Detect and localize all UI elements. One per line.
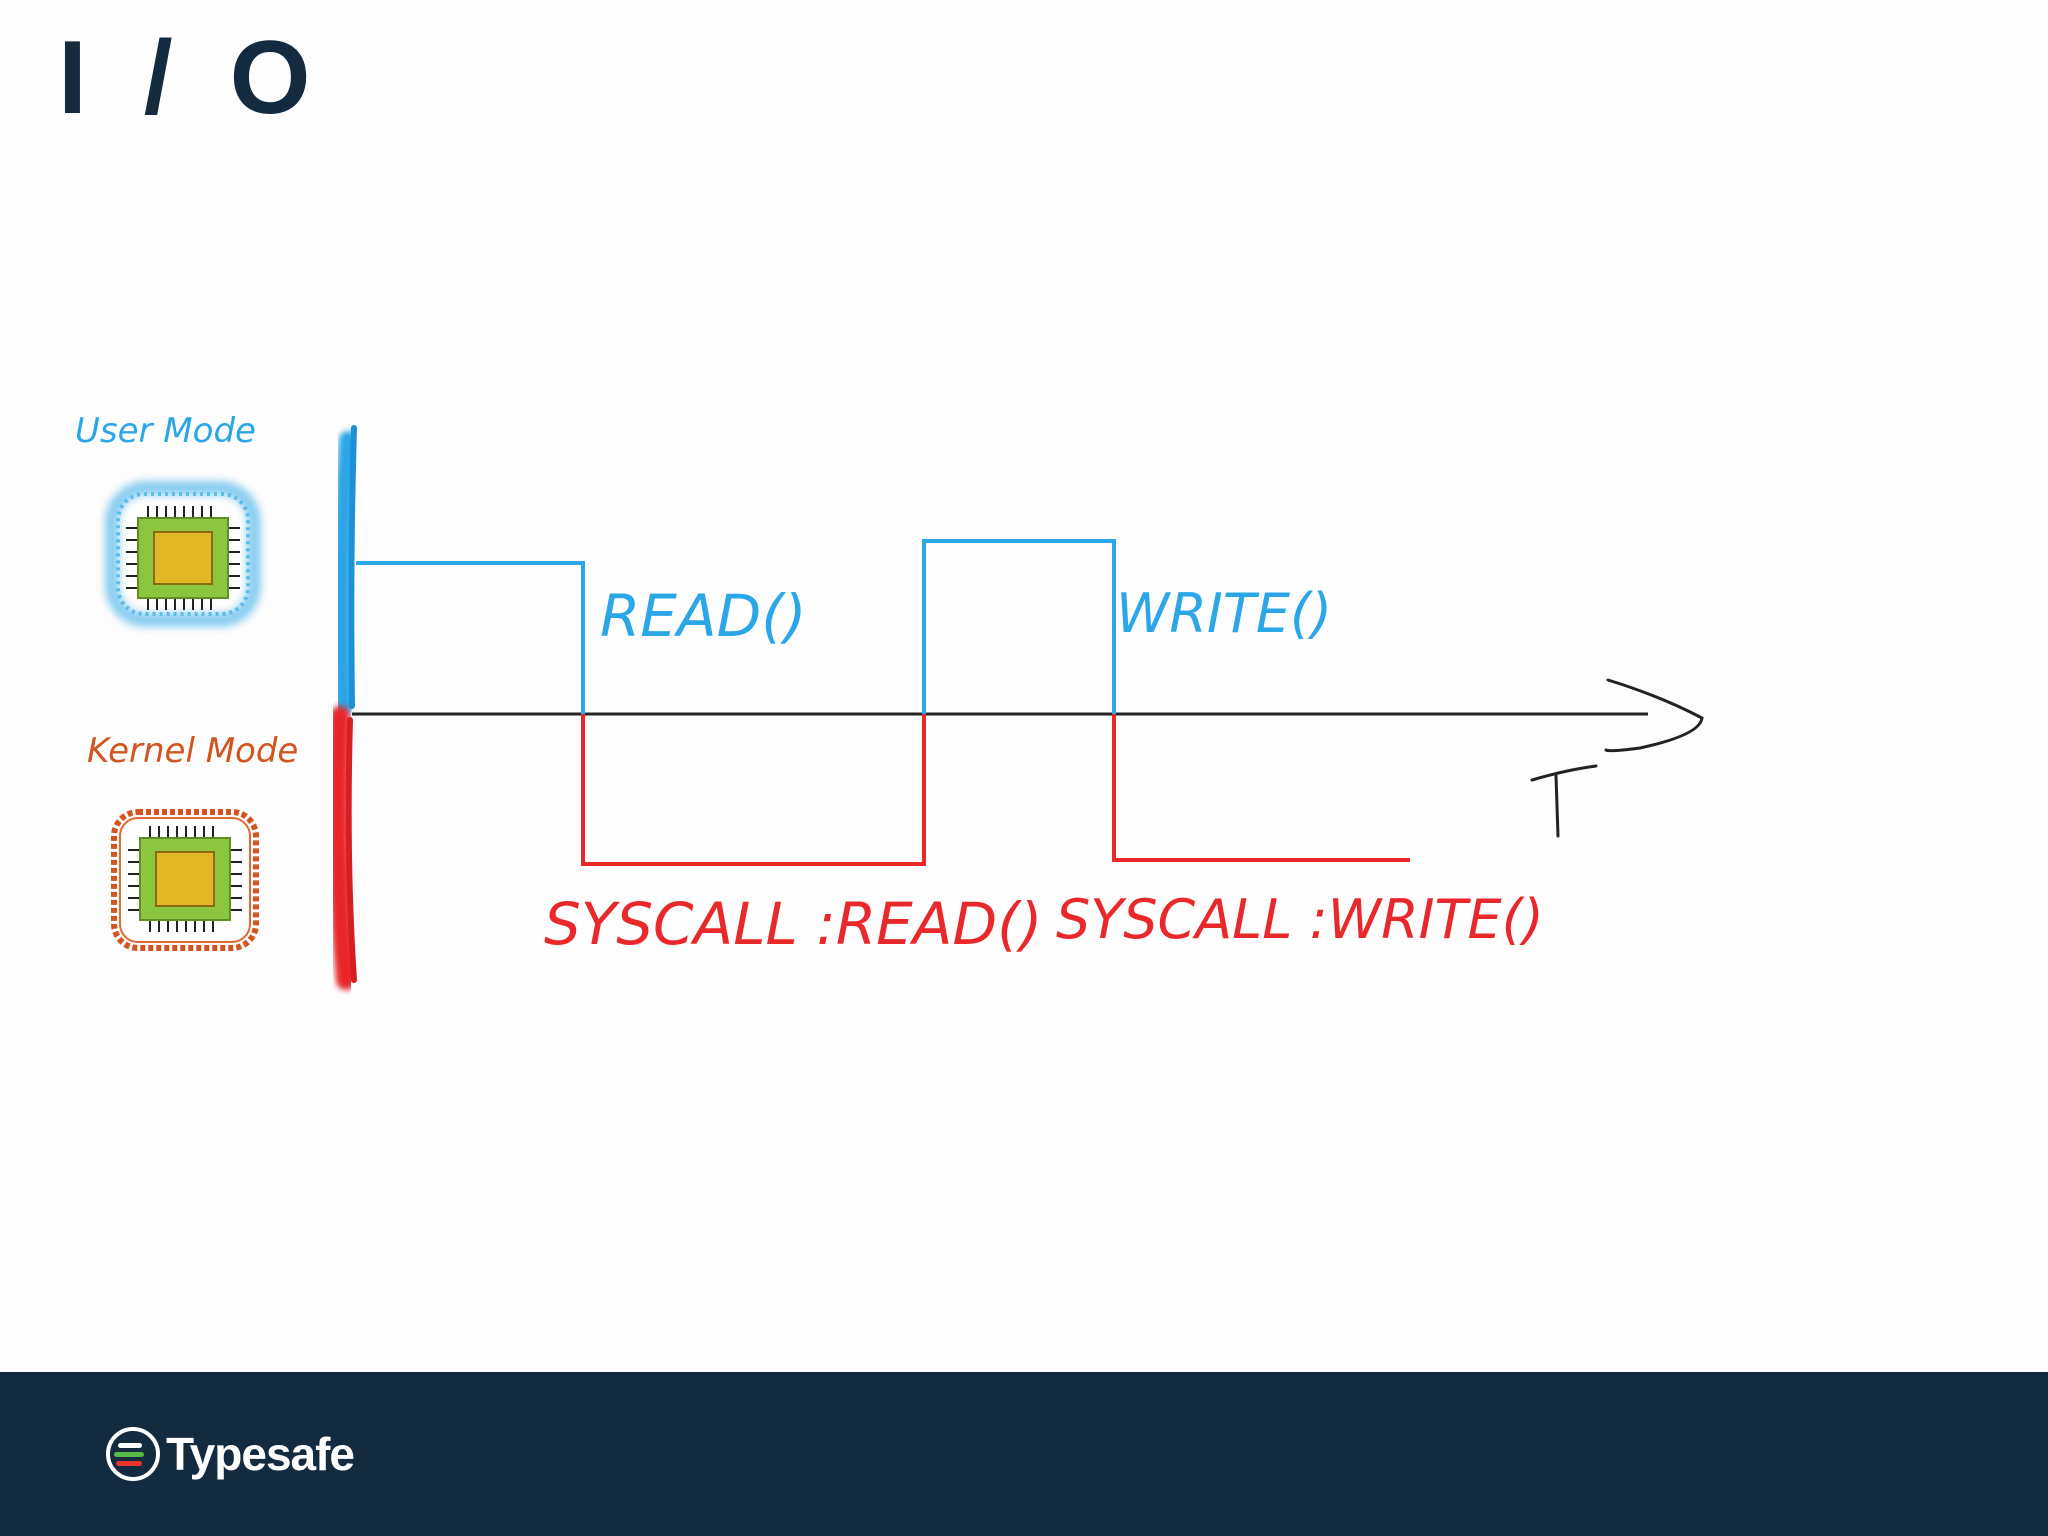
write-call-label: WRITE() bbox=[1116, 582, 1332, 645]
user-mode-trace bbox=[356, 561, 585, 714]
kernel-mode-label: Kernel Mode bbox=[87, 731, 298, 771]
kernel-mode-bar bbox=[328, 706, 357, 990]
user-mode-label: User Mode bbox=[75, 411, 256, 451]
user-mode-chip-icon bbox=[105, 481, 261, 627]
brand-name: Typesafe bbox=[166, 1428, 355, 1480]
kernel-mode-chip-icon bbox=[111, 809, 259, 951]
user-mode-bar bbox=[332, 425, 357, 715]
slide-title: I / O bbox=[58, 20, 325, 136]
time-axis bbox=[352, 678, 1704, 753]
time-axis-label: T bbox=[1530, 764, 1598, 838]
brand-logo: Typesafe bbox=[104, 1422, 355, 1486]
typesafe-logo-icon bbox=[106, 1427, 160, 1481]
kernel-mode-trace-write bbox=[1112, 714, 1410, 862]
footer-bar: Typesafe bbox=[0, 1372, 2048, 1536]
read-call-label: READ() bbox=[600, 582, 807, 650]
kernel-mode-trace-read bbox=[581, 714, 926, 866]
user-mode-trace-write bbox=[922, 539, 1116, 714]
syscall-write-label: SYSCALL :WRITE() bbox=[1056, 888, 1544, 951]
io-mode-diagram: User Mode Kernel Mode bbox=[75, 411, 1704, 990]
syscall-read-label: SYSCALL :READ() bbox=[544, 890, 1042, 958]
